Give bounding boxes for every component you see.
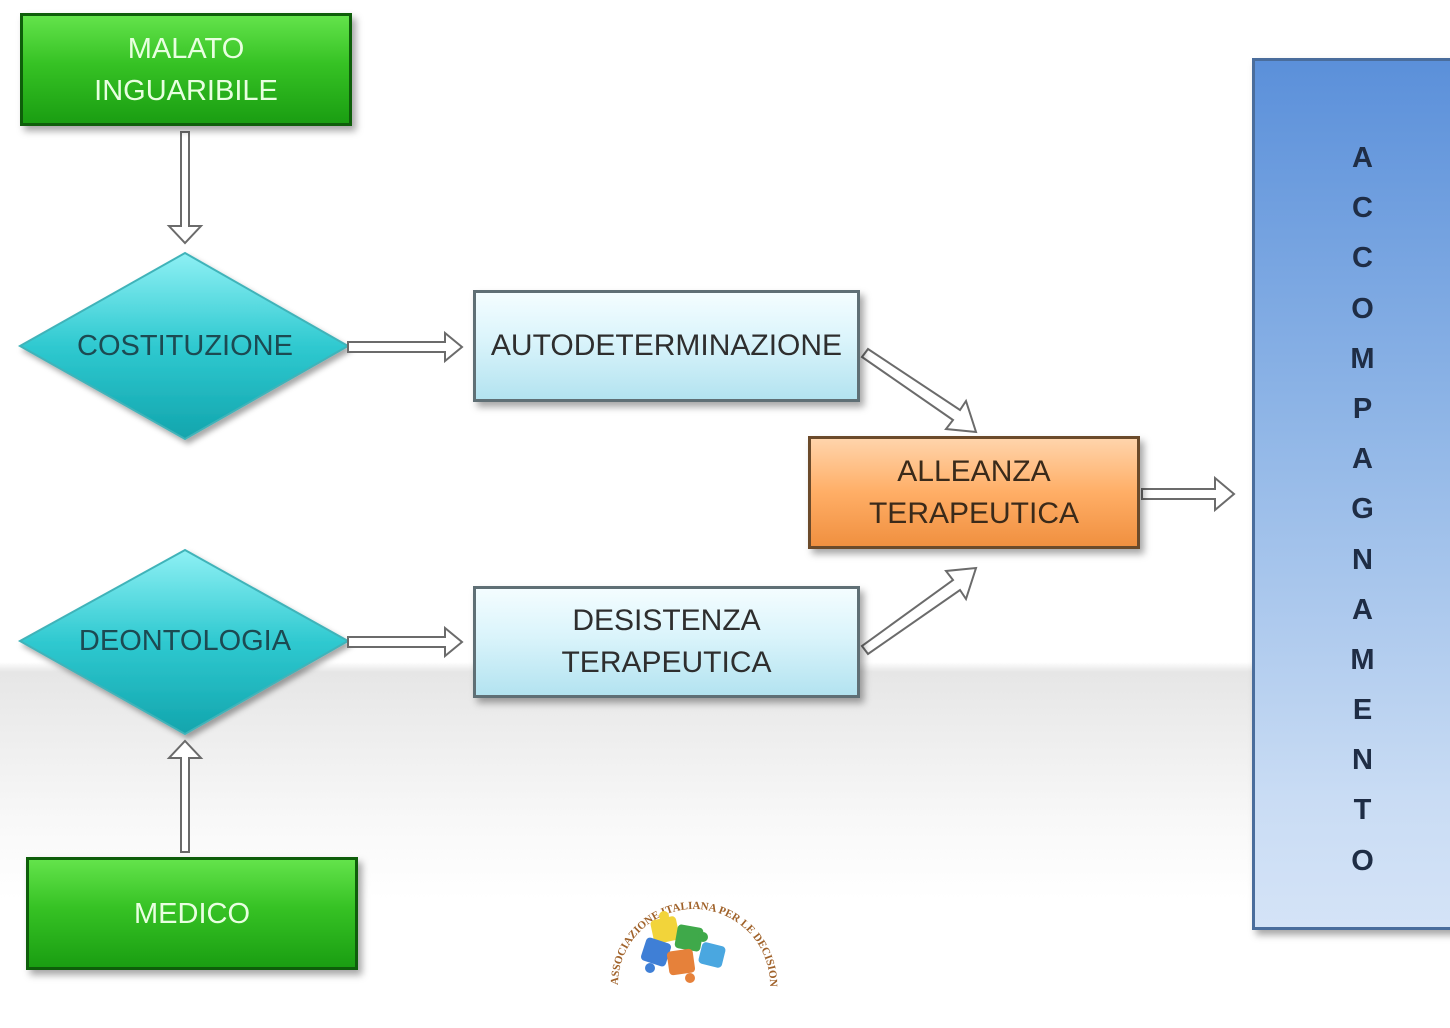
deontologia-label: DEONTOLOGIA [78,624,292,657]
accompagnamento-letter: A [1352,443,1373,476]
accompagnamento-letter: P [1352,392,1373,425]
desistenza-terapeutica-box: DESISTENZA TERAPEUTICA [473,586,860,698]
costituzione-diamond [17,251,351,441]
desistenza-terapeutica-label: DESISTENZA TERAPEUTICA [561,604,772,679]
arrow-deontologia-to-desistenza [347,625,464,659]
medico-box: MEDICO [26,857,358,970]
arrow-medico-to-deontologia [166,739,204,853]
autodeterminazione-box: AUTODETERMINAZIONE [473,290,860,402]
autodeterminazione-label: AUTODETERMINAZIONE [490,329,843,362]
arrow-costituzione-to-autodeterminazione [347,330,464,364]
accompagnamento-letter: N [1352,744,1373,777]
alleanza-terapeutica-label: ALLEANZA TERAPEUTICA [868,454,1080,530]
accompagnamento-letter: M [1350,643,1375,676]
accompagnamento-letter: C [1352,242,1373,275]
arrow-malato-to-costituzione [166,131,204,245]
malato-inguaribile-label: MALATO INGUARIBILE [94,32,278,107]
medico-label: MEDICO [134,897,250,930]
accompagnamento-letter: O [1351,844,1374,877]
accompagnamento-letter: G [1351,493,1374,526]
accompagnamento-letter: N [1352,543,1373,576]
arrow-desistenza-to-alleanza [860,566,978,656]
alleanza-terapeutica-box: ALLEANZA TERAPEUTICA [808,436,1140,549]
arrow-alleanza-to-accompagnamento [1141,475,1236,513]
accompagnamento-letter: A [1352,593,1373,626]
deontologia-label-wrap: DEONTOLOGIA [20,613,350,669]
costituzione-label: COSTITUZIONE [77,329,293,362]
accompagnamento-letter: C [1352,192,1373,225]
malato-inguaribile-box: MALATO INGUARIBILE [20,13,352,126]
deontologia-diamond [17,548,351,736]
accompagnamento-letter: T [1353,794,1372,827]
arrow-autodeterminazione-to-alleanza [860,347,978,434]
accompagnamento-letter: M [1350,342,1375,375]
accompagnamento-letter: O [1351,292,1374,325]
costituzione-label-wrap: COSTITUZIONE [20,318,350,374]
accompagnamento-letter: E [1352,694,1373,727]
accompagnamento-letter: A [1352,142,1373,174]
